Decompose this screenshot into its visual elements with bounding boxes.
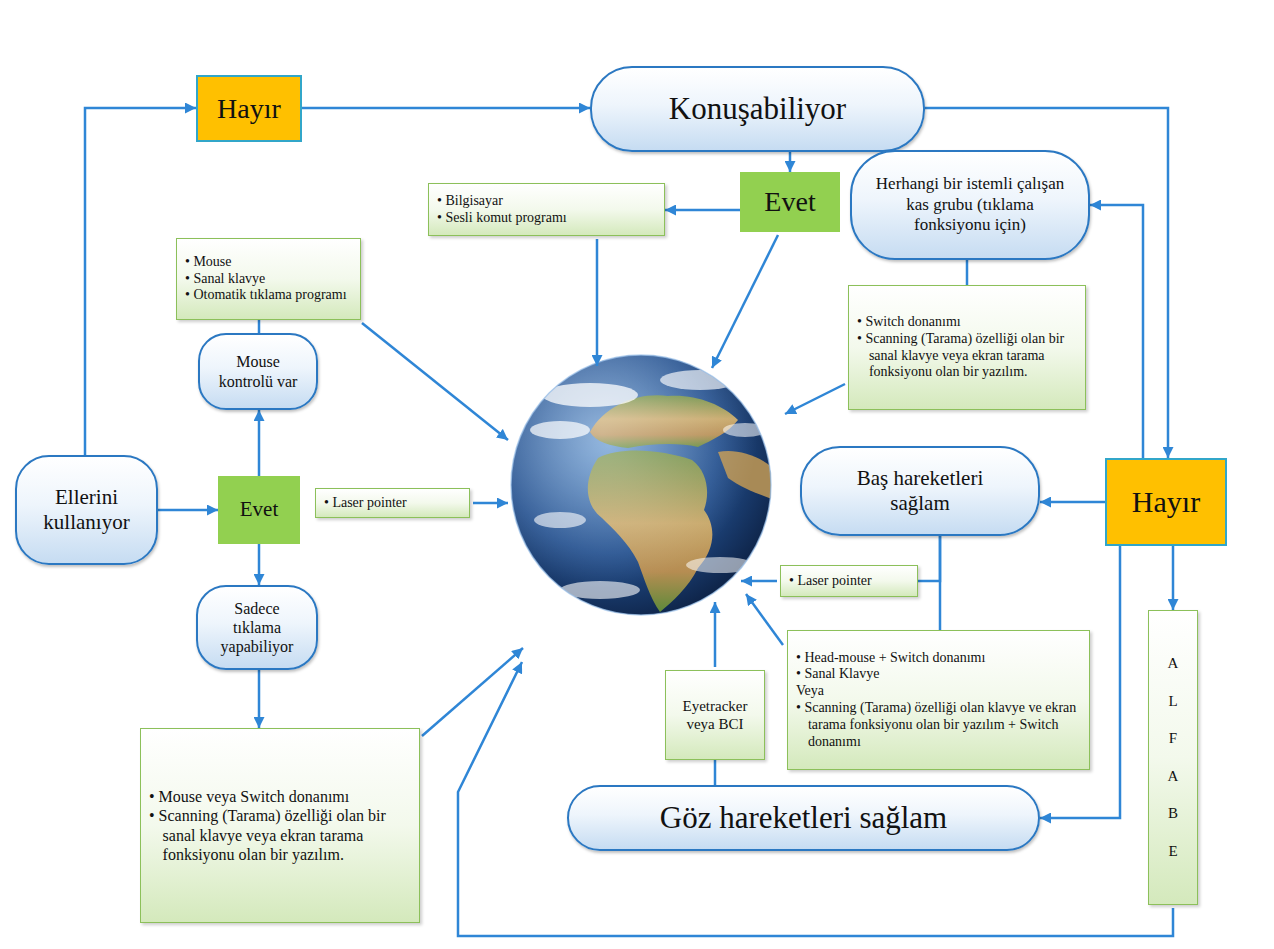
node-content: • Laser pointer [789, 573, 909, 590]
decision-box: Hayır [196, 75, 302, 142]
node-text: Konuşabiliyor [606, 90, 909, 127]
node-content: • Mouse• Sanal klavye• Otomatik tıklama … [185, 254, 352, 304]
node-text: • Laser pointer [789, 573, 909, 590]
question-pill: Konuşabiliyor [590, 66, 925, 152]
flow-connector [258, 410, 261, 476]
node-text: • Sanal klavye [185, 271, 352, 288]
option-box: • Mouse veya Switch donanımı• Scanning (… [140, 728, 420, 923]
globe-arrow [741, 580, 777, 583]
node-text: • Head-mouse + Switch donanımı [796, 650, 1081, 667]
option-box: • Head-mouse + Switch donanımı• Sanal Kl… [787, 630, 1090, 770]
question-pill: Göz hareketleri sağlam [567, 785, 1040, 851]
node-content: Baş hareketleri sağlam [832, 466, 1008, 516]
flow-connector [258, 544, 261, 585]
option-box: • Mouse• Sanal klavye• Otomatik tıklama … [176, 238, 361, 320]
flow-connector [258, 670, 261, 728]
question-pill: Sadece tıklama yapabiliyor [196, 585, 318, 670]
flow-connector [158, 509, 218, 512]
alphabet-bar: ALFABE [1148, 610, 1198, 905]
question-pill: Baş hareketleri sağlam [800, 446, 1040, 536]
node-text: Ellerini kullanıyor [31, 485, 142, 535]
node-content: Mouse kontrolü var [214, 352, 302, 390]
node-text: • Laser pointer [324, 495, 461, 512]
node-content: Evet [226, 497, 292, 522]
globe-illustration [511, 355, 775, 615]
node-text: • Otomatik tıklama programı [185, 287, 352, 304]
globe-arrows [362, 235, 1173, 936]
globe-arrow [712, 235, 778, 368]
node-content: Konuşabiliyor [606, 90, 909, 127]
globe-arrow [785, 384, 845, 414]
node-content: Hayır [1115, 484, 1217, 520]
option-box: • Laser pointer [780, 565, 918, 597]
node-text: Evet [748, 185, 832, 219]
node-text: • Scanning (Tarama) özelliği olan bir sa… [857, 331, 1077, 381]
node-content: Sadece tıklama yapabiliyor [212, 599, 302, 657]
node-content: • Mouse veya Switch donanımı• Scanning (… [149, 787, 411, 864]
option-box: • Bilgisayar• Sesli komut programı [428, 183, 665, 236]
globe-rim [511, 355, 771, 615]
globe-arrow [596, 239, 599, 366]
decision-box: Evet [740, 172, 840, 232]
question-pill: Ellerini kullanıyor [15, 455, 158, 565]
node-content: • Bilgisayar• Sesli komut programı [437, 193, 656, 227]
node-text: • Mouse [185, 254, 352, 271]
question-pill: Herhangi bir istemli çalışan kas grubu (… [850, 150, 1090, 260]
node-text: Eyetracker veya BCI [674, 697, 756, 733]
option-box: • Switch donanımı• Scanning (Tarama) öze… [848, 285, 1086, 410]
globe-arrow [362, 323, 508, 440]
option-box: • Laser pointer [315, 488, 470, 518]
node-content: ALFABE [1166, 645, 1181, 870]
node-text: Mouse kontrolü var [214, 352, 302, 390]
node-text: • Scanning (Tarama) özelliği olan bir sa… [149, 806, 411, 864]
node-text: Sadece tıklama yapabiliyor [212, 599, 302, 657]
flow-connector [789, 152, 792, 172]
decision-box: Hayır [1105, 458, 1227, 546]
node-text: Herhangi bir istemli çalışan kas grubu (… [866, 174, 1074, 235]
flow-connector [918, 536, 940, 581]
globe-ocean [511, 355, 771, 615]
node-text: • Switch donanımı [857, 314, 1077, 331]
node-text: • Mouse veya Switch donanımı [149, 787, 411, 806]
node-content: Ellerini kullanıyor [31, 485, 142, 535]
node-text: ALFABE [1166, 645, 1181, 870]
flow-connector [714, 760, 717, 785]
flow-connector [665, 209, 740, 212]
node-content: Herhangi bir istemli çalışan kas grubu (… [866, 174, 1074, 235]
node-text: Göz hareketleri sağlam [583, 799, 1024, 836]
node-content: • Laser pointer [324, 495, 461, 512]
flow-connector [1090, 205, 1143, 458]
globe-shine [511, 355, 771, 615]
node-text: Baş hareketleri sağlam [832, 466, 1008, 516]
node-text: Evet [226, 497, 292, 522]
flow-connector [1040, 501, 1105, 504]
flow-connector [1172, 546, 1175, 610]
globe-arrow [746, 594, 783, 645]
node-text: • Bilgisayar [437, 193, 656, 210]
node-content: Evet [748, 185, 832, 219]
node-content: Hayır [206, 92, 292, 126]
flow-connector [302, 107, 590, 110]
node-text: • Scanning (Tarama) özelliği olan klavye… [796, 700, 1081, 750]
node-content: • Head-mouse + Switch donanımı• Sanal Kl… [796, 650, 1081, 751]
node-content: • Switch donanımı• Scanning (Tarama) öze… [857, 314, 1077, 381]
globe-arrow [473, 502, 508, 505]
node-content: Eyetracker veya BCI [674, 697, 756, 733]
node-content: Göz hareketleri sağlam [583, 799, 1024, 836]
node-text: Veya [796, 683, 1081, 700]
option-box: Eyetracker veya BCI [665, 670, 765, 760]
node-text: • Sanal Klavye [796, 666, 1081, 683]
question-pill: Mouse kontrolü var [198, 333, 318, 410]
node-text: Hayır [206, 92, 292, 126]
node-text: Hayır [1115, 484, 1217, 520]
flow-connector [966, 260, 969, 285]
flow-connector [258, 320, 261, 333]
globe-arrow [714, 602, 717, 667]
decision-box: Evet [218, 476, 300, 544]
flow-connector [939, 536, 942, 630]
node-text: • Sesli komut programı [437, 210, 656, 227]
globe-arrow [458, 662, 1173, 936]
